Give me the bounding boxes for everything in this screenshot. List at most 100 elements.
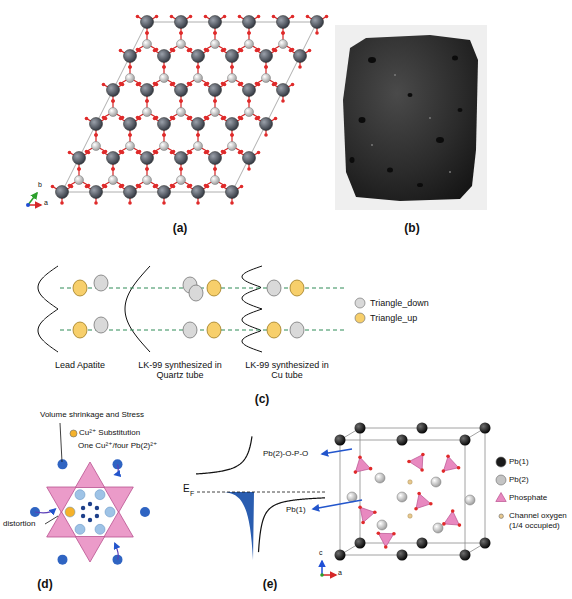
lead-atom: [243, 84, 256, 97]
oxygen-atom: [68, 184, 72, 188]
orbital-label: Pb(1): [286, 505, 306, 514]
lead-atom: [158, 118, 171, 131]
oxygen-atom: [145, 99, 149, 103]
oxygen-atom: [189, 116, 193, 120]
oxygen-atom: [155, 116, 159, 120]
orbital-label: Pb(2)-O-P-O: [263, 449, 308, 458]
lead-atom: [177, 40, 186, 49]
lead-atom: [480, 423, 491, 434]
phosphate-tetrahedron: [444, 511, 460, 525]
oxygen-atom: [51, 185, 55, 189]
lead-atom: [160, 74, 169, 83]
oxygen-atom: [162, 133, 166, 137]
oxygen-atom: [136, 15, 140, 19]
stress-arrow: [115, 464, 119, 474]
lead-atom: [192, 118, 205, 131]
oxygen-atom: [111, 99, 115, 103]
oxygen-atom: [94, 133, 98, 137]
oxygen-atom: [291, 83, 295, 87]
channel-atom: [88, 518, 92, 522]
lead-atom: [75, 490, 85, 500]
oxygen-atom: [417, 492, 421, 496]
oxygen-atom: [223, 15, 227, 19]
legend-swatch: [354, 297, 366, 309]
oxygen-atom: [206, 82, 210, 86]
lead-atom: [194, 142, 203, 151]
panel-label: (b): [404, 222, 419, 236]
oxygen-atom: [60, 201, 64, 205]
lead-atom: [158, 186, 171, 199]
oxygen-atom: [257, 15, 261, 19]
lead-atom: [294, 50, 307, 63]
oxygen-atom: [230, 133, 234, 137]
channel-oxygen: [408, 480, 412, 484]
cell-edge: [465, 440, 466, 555]
energy-subscript: F: [190, 490, 194, 498]
panel-label: (c): [255, 393, 270, 407]
lead-atom: [397, 435, 408, 446]
oxygen-atom: [458, 523, 462, 527]
lead-atom: [126, 142, 135, 151]
panel-label: (d): [37, 578, 52, 592]
oxygen-atom: [308, 49, 312, 53]
oxygen-atom: [87, 184, 91, 188]
channel-atom: [81, 506, 85, 510]
lead-atom: [226, 118, 239, 131]
oxygen-atom: [187, 82, 191, 86]
pointer-arrows: [313, 449, 362, 509]
lead-atom: [209, 152, 222, 165]
lead-atom: [75, 176, 84, 185]
lead-atom: [460, 435, 471, 446]
oxygen-atom: [230, 65, 234, 69]
band-curve: [259, 498, 326, 552]
oxygen-atom: [68, 151, 72, 155]
oxygen-atom: [196, 133, 200, 137]
oxygen-atom: [121, 116, 125, 120]
oxygen-atom: [170, 15, 174, 19]
leader-lines: [45, 423, 62, 524]
oxygen-atom: [274, 82, 278, 86]
oxygen-atom: [223, 48, 227, 52]
oxygen-atom: [179, 167, 183, 171]
unit-cell-structure: [335, 423, 491, 561]
phosphate-tetrahedron: [416, 494, 431, 509]
lead-atom: [192, 50, 205, 63]
crystal-lattice: [51, 15, 329, 205]
oxygen-atom: [221, 82, 225, 86]
legend-text: Triangle_down: [370, 298, 429, 308]
lead-atom: [243, 16, 256, 29]
lead-atom: [335, 435, 346, 446]
oxygen-atom: [189, 48, 193, 52]
lead-atom: [95, 490, 105, 500]
lead-atom: [211, 40, 220, 49]
oxygen-atom: [162, 65, 166, 69]
legend-text: Pb(1): [509, 457, 529, 466]
oxygen-atom: [138, 82, 142, 86]
oxygen-atom: [145, 167, 149, 171]
oxygen-atom: [204, 48, 208, 52]
axis-label: a: [44, 199, 48, 207]
oxygen-atom: [155, 48, 159, 52]
lead-atom: [95, 524, 105, 534]
oxygen-atom: [414, 507, 418, 511]
sample-photo: [335, 25, 487, 210]
oxygen-atom: [77, 167, 81, 171]
legend-swatch: [354, 312, 366, 324]
lead-atom: [56, 186, 69, 199]
generated-art: [30, 15, 491, 565]
lead-atom: [109, 108, 118, 117]
oxygen-atom: [204, 184, 208, 188]
lead-atom: [245, 108, 254, 117]
lead-atom: [105, 507, 115, 517]
oxygen-atom: [451, 509, 455, 513]
channel-atom: [95, 514, 99, 518]
wavefunction-curve: [125, 266, 150, 352]
oxygen-atom: [291, 48, 295, 52]
lead-atom: [228, 142, 237, 151]
oxygen-atom: [136, 48, 140, 52]
lead-atom: [209, 16, 222, 29]
oxygen-atom: [369, 467, 373, 471]
wavefunction-curve: [38, 266, 58, 352]
lead-atom: [90, 118, 103, 131]
